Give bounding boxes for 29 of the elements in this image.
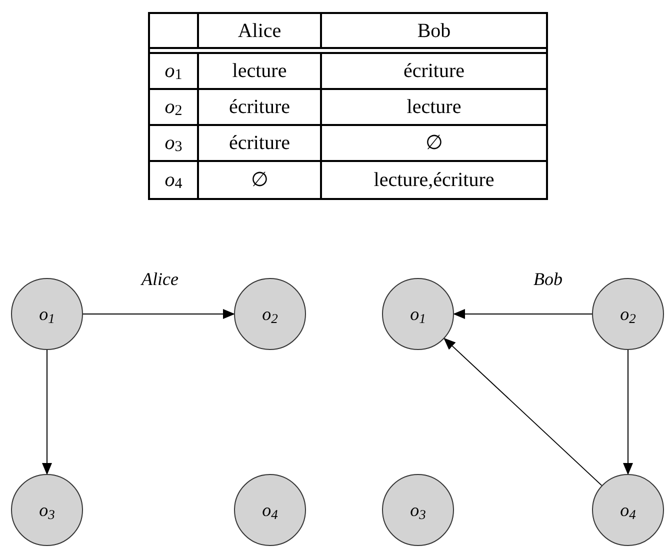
node-label: o$_{1}$: [410, 302, 426, 328]
table-cell-text: ∅: [424, 131, 444, 156]
arrow: [453, 309, 592, 319]
node-label: o$_{3}$: [410, 498, 426, 524]
arrow: [444, 338, 602, 486]
node-label: o$_{2}$: [262, 302, 278, 328]
table-cell-text: écriture: [402, 59, 466, 84]
table-cell-text: lecture,écriture: [372, 168, 496, 193]
table-cell-text: Bob: [416, 18, 452, 44]
table-cell-text: lecture: [406, 95, 462, 120]
graph-title: Bob: [534, 268, 562, 291]
node-label: o$_{3}$: [39, 498, 55, 524]
arrow: [82, 309, 235, 319]
arrow: [623, 350, 633, 475]
table-cell: o$_{4}$: [150, 162, 199, 198]
table-cell: écriture: [199, 126, 322, 160]
table-cell: o$_{2}$: [150, 90, 199, 124]
table-cell: lecture: [199, 54, 322, 88]
arrow: [42, 350, 52, 475]
graph-title: Alice: [142, 268, 178, 291]
table-cell: ∅: [199, 162, 322, 198]
node-label: o$_{2}$: [620, 302, 636, 328]
table-cell: Alice: [199, 14, 322, 47]
table-cell: écriture: [199, 90, 322, 124]
node-label: o$_{4}$: [262, 498, 278, 524]
node-label: o$_{1}$: [39, 302, 55, 328]
table-cell: o$_{3}$: [150, 126, 199, 160]
node-label: o$_{4}$: [620, 498, 636, 524]
table-cell: o$_{1}$: [150, 54, 199, 88]
